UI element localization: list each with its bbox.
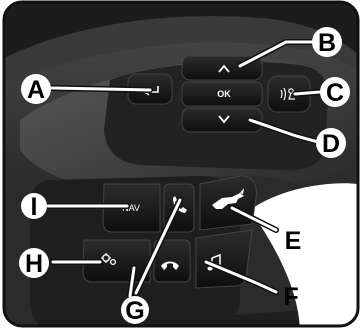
callout-e: E	[285, 227, 302, 255]
callout-d: D	[322, 130, 340, 158]
callout-b: B	[318, 29, 336, 57]
callout-g: G	[125, 297, 144, 325]
phone-hangup-button[interactable]	[153, 239, 191, 283]
voice-command-icon	[280, 87, 295, 101]
photo-frame	[2, 0, 360, 328]
nav-button[interactable]: NAV	[102, 183, 161, 233]
settings-gears-icon	[101, 253, 117, 266]
chevron-up-icon	[218, 64, 230, 73]
down-button[interactable]	[181, 107, 263, 133]
ok-label: OK	[217, 89, 231, 99]
callout-f: F	[283, 283, 298, 311]
pony-button[interactable]	[199, 175, 257, 231]
phone-answer-icon	[173, 196, 187, 213]
callout-i: I	[31, 193, 38, 221]
voice-button[interactable]	[267, 75, 311, 113]
ok-button[interactable]: OK	[181, 81, 263, 107]
callout-c: C	[326, 79, 344, 107]
callout-a: A	[27, 76, 45, 104]
callout-letters: A B C D E F G H I	[19, 27, 350, 325]
callout-h: H	[25, 250, 43, 278]
mustang-pony-icon	[212, 188, 244, 209]
phone-end-call-icon	[161, 261, 179, 270]
chevron-down-icon	[218, 115, 230, 124]
callout-leaders	[45, 39, 323, 299]
nav-label: NAV	[122, 203, 140, 213]
